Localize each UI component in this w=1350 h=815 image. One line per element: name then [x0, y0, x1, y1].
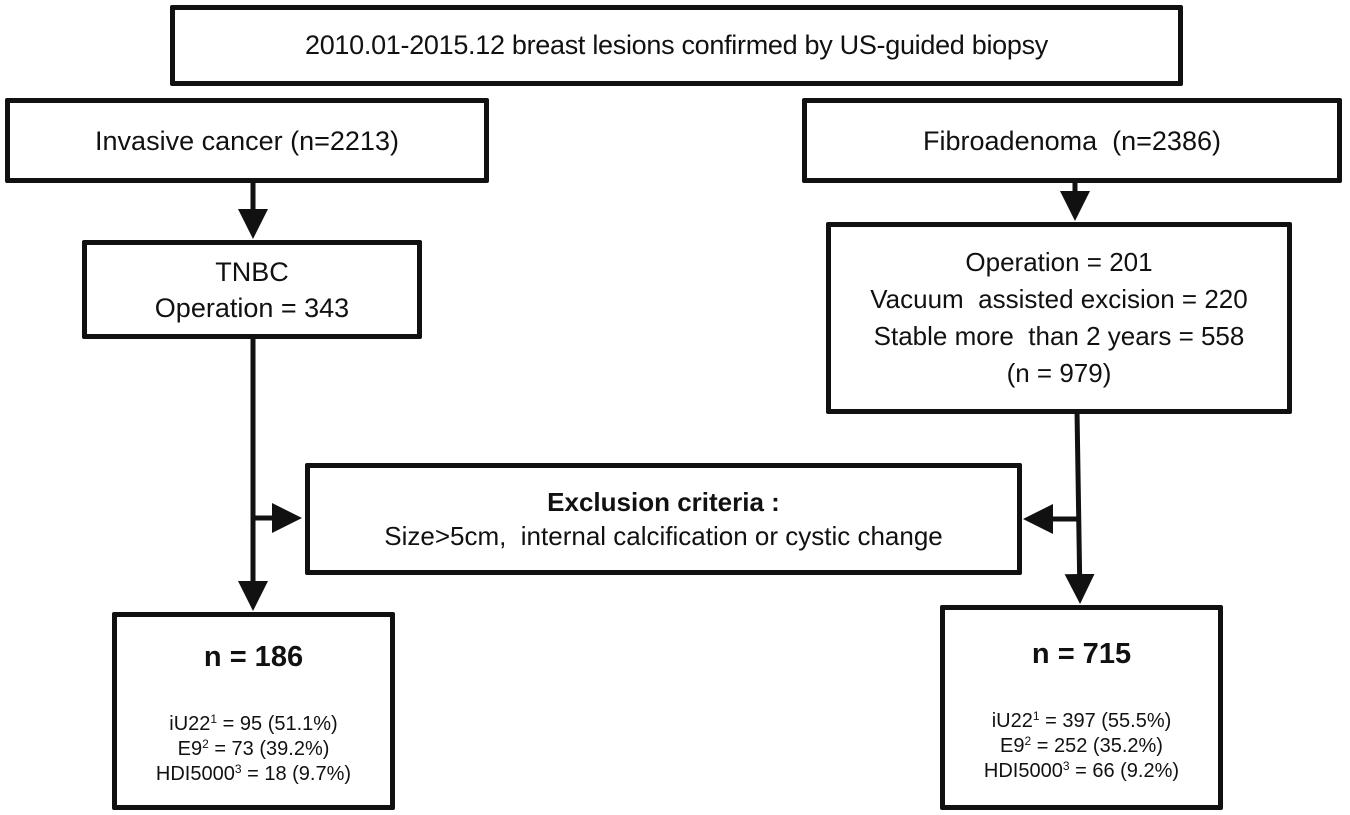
- arrow-ops-to-final: [1064, 409, 1095, 604]
- ops-line-vacuum: Vacuum assisted excision = 220: [870, 284, 1248, 314]
- footnote-marker: 1: [1032, 709, 1040, 723]
- top-box: 2010.01-2015.12 breast lesions confirmed…: [170, 5, 1183, 86]
- fibroadenoma-box: Fibroadenoma (n=2386): [802, 98, 1342, 183]
- invasive-cancer-box: Invasive cancer (n=2213): [5, 98, 489, 183]
- device-row: HDI50003 = 66 (9.2%): [984, 759, 1179, 784]
- tnbc-line-2: Operation = 343: [154, 292, 350, 323]
- device-value: = 18 (9.7%): [241, 763, 352, 785]
- tnbc-line-1: TNBC: [215, 256, 289, 287]
- device-value: = 397 (55.5%): [1039, 710, 1172, 732]
- tnbc-box: TNBC Operation = 343: [82, 240, 422, 339]
- exclusion-title: Exclusion criteria :: [547, 487, 780, 517]
- device-value: = 66 (9.2%): [1069, 760, 1180, 782]
- fibroadenoma-ops-box: Operation = 201 Vacuum assisted excision…: [826, 222, 1292, 414]
- device-name: HDI5000: [155, 763, 235, 785]
- fibroadenoma-final-box: n = 715 iU221 = 397 (55.5%) E92 = 252 (3…: [940, 605, 1223, 810]
- footnote-marker: 1: [210, 712, 218, 726]
- device-row: iU221 = 95 (51.1%): [169, 712, 337, 737]
- device-value: = 73 (39.2%): [208, 738, 330, 760]
- ops-line-operation: Operation = 201: [965, 247, 1153, 277]
- footnote-marker: 2: [1024, 734, 1032, 748]
- invasive-cancer-label: Invasive cancer (n=2213): [95, 125, 399, 156]
- device-name: E9: [177, 738, 203, 760]
- device-value: = 252 (35.2%): [1031, 735, 1163, 757]
- footnote-marker: 2: [202, 737, 209, 751]
- top-box-label: 2010.01-2015.12 breast lesions confirmed…: [305, 30, 1048, 60]
- exclusion-body: Size>5cm, internal calcification or cyst…: [384, 521, 943, 551]
- tnbc-final-n: n = 186: [203, 641, 304, 673]
- device-name: E9: [1000, 735, 1025, 757]
- device-name: iU22: [991, 710, 1033, 732]
- device-row: E92 = 73 (39.2%): [178, 737, 330, 762]
- device-value: = 95 (51.1%): [217, 713, 338, 735]
- footnote-marker: 3: [1062, 759, 1070, 773]
- tnbc-final-box: n = 186 iU221 = 95 (51.1%) E92 = 73 (39.…: [112, 612, 395, 810]
- fibroadenoma-final-n: n = 715: [1031, 638, 1132, 670]
- device-name: iU22: [169, 713, 211, 735]
- fibroadenoma-label: Fibroadenoma (n=2386): [923, 125, 1221, 156]
- device-row: iU221 = 397 (55.5%): [992, 709, 1172, 734]
- footnote-marker: 3: [234, 762, 242, 776]
- device-row: E92 = 252 (35.2%): [1000, 734, 1163, 759]
- exclusion-criteria-box: Exclusion criteria : Size>5cm, internal …: [305, 463, 1022, 575]
- device-name: HDI5000: [983, 760, 1063, 782]
- device-row: HDI50003 = 18 (9.7%): [156, 762, 351, 787]
- ops-line-stable: Stable more than 2 years = 558: [873, 321, 1245, 351]
- ops-line-total: (n = 979): [1006, 358, 1112, 388]
